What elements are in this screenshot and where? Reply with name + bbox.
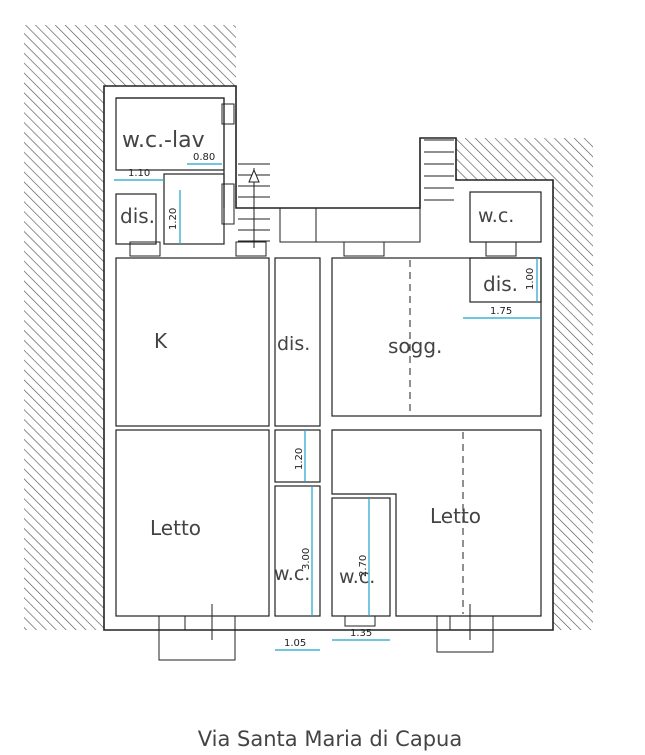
dim-120-left: 1.20 bbox=[168, 208, 179, 230]
room-wc-center-left bbox=[274, 485, 321, 617]
dim-270: 2.70 bbox=[358, 555, 369, 577]
label-kitchen: K bbox=[154, 329, 168, 353]
outer-wall bbox=[103, 85, 554, 631]
label-wc-lav: w.c.-lav bbox=[122, 128, 205, 153]
dim-100: 1.00 bbox=[525, 268, 536, 290]
dim-080: 0.80 bbox=[193, 152, 215, 163]
street-name: Via Santa Maria di Capua bbox=[198, 727, 462, 751]
stair bbox=[238, 139, 454, 248]
dim-135: 1.35 bbox=[350, 628, 372, 639]
room-wc-lav bbox=[115, 97, 225, 171]
dimension-lines bbox=[114, 163, 541, 651]
dim-300: 3.00 bbox=[301, 548, 312, 570]
room-letto-right bbox=[331, 429, 542, 617]
label-wc-top-right: w.c. bbox=[478, 205, 514, 227]
room-dis-top-right bbox=[469, 257, 542, 303]
hatched-area-right bbox=[456, 138, 593, 630]
room-soggiorno bbox=[331, 257, 542, 417]
dim-110: 1.10 bbox=[128, 168, 150, 179]
dim-175: 1.75 bbox=[490, 306, 512, 317]
label-letto-left: Letto bbox=[150, 516, 201, 540]
label-dis-center: dis. bbox=[277, 333, 310, 355]
label-dis-top-right: dis. bbox=[483, 272, 518, 296]
room-dis-top-left bbox=[115, 193, 157, 245]
dim-120-center: 1.20 bbox=[294, 448, 305, 470]
label-wc-center-left: w.c. bbox=[274, 563, 310, 585]
windows bbox=[129, 103, 517, 661]
label-wc-center-right: w.c. bbox=[339, 566, 375, 588]
room-dis-center bbox=[274, 257, 321, 427]
hatched-area-left bbox=[24, 25, 236, 630]
dim-105: 1.05 bbox=[284, 638, 306, 649]
label-soggiorno: sogg. bbox=[388, 334, 442, 358]
room-dis-top-left-2 bbox=[163, 173, 225, 245]
room-dis-corridor bbox=[274, 429, 321, 483]
room-kitchen bbox=[115, 257, 270, 427]
label-letto-right: Letto bbox=[430, 504, 481, 528]
label-dis-top-left: dis. bbox=[120, 204, 155, 228]
